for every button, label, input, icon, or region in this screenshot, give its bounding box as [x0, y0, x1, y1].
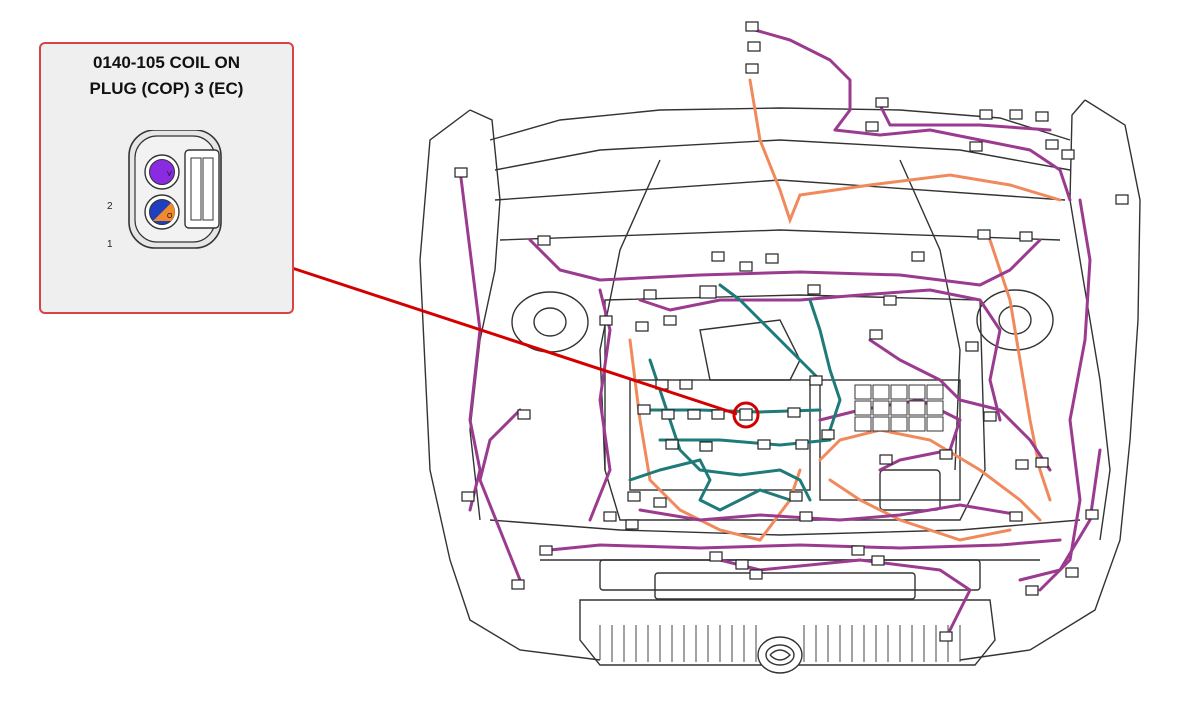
callout-title: 0140-105 COIL ON PLUG (COP) 3 (EC) — [41, 50, 292, 102]
two-pin-connector-icon: V O — [128, 130, 222, 249]
pin-1-terminal: O — [144, 194, 180, 230]
pin-2-terminal: V — [144, 154, 180, 190]
pin-number-1: 1 — [107, 239, 113, 250]
connector-plugs — [454, 21, 1129, 642]
callout-pointer-line — [291, 266, 738, 416]
grille-emblem-icon — [757, 636, 803, 674]
pin-number-2: 2 — [107, 201, 113, 212]
harness-purple — [458, 28, 1102, 632]
highlight-ring-icon[interactable] — [732, 401, 760, 429]
grille — [599, 625, 961, 662]
pin-2-color-code: V — [167, 171, 172, 178]
pin-1-color-code: O — [167, 213, 173, 220]
callout-title-line1: 0140-105 COIL ON — [92, 53, 241, 72]
callout-title-line2: PLUG (COP) 3 (EC) — [89, 79, 244, 98]
fuse-box — [854, 384, 944, 432]
harness-teal — [628, 283, 842, 512]
harness-orange — [628, 78, 1062, 542]
